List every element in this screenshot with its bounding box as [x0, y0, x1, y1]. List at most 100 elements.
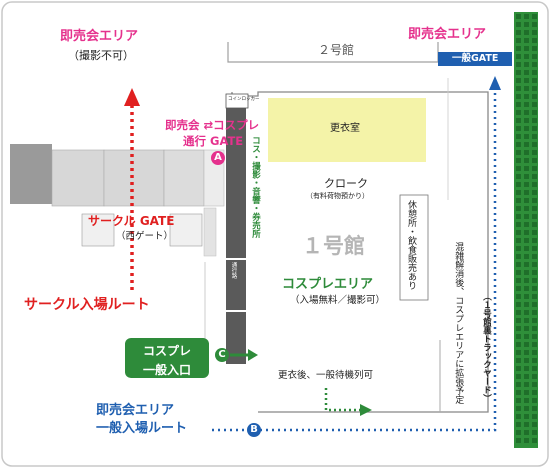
hedge-cell [532, 358, 537, 363]
hedge-cell [532, 430, 537, 435]
hedge-cell [532, 438, 537, 443]
hedge-cell [516, 14, 521, 19]
circle-route-label: サークル入場ルート [24, 297, 150, 313]
marker-b[interactable]: B [247, 423, 261, 437]
cosplay-area-title: コスプレエリア [282, 277, 374, 292]
hedge-cell [524, 222, 529, 227]
hedge-cell [532, 102, 537, 107]
general-route-arrow [489, 76, 501, 90]
hedge-cell [516, 158, 521, 163]
hedge-cell [516, 166, 521, 171]
hedge-cell [524, 278, 529, 283]
hedge-cell [524, 310, 529, 315]
hedge-cell [524, 230, 529, 235]
hedge-cell [532, 206, 537, 211]
hedge-pattern [516, 14, 537, 443]
general-gate-label[interactable]: 一般GATE [452, 53, 499, 64]
hedge-cell [524, 398, 529, 403]
top-right-zone-title: 即売会エリア [408, 27, 487, 42]
hedge-cell [524, 118, 529, 123]
hedge-cell [532, 310, 537, 315]
hedge-cell [532, 78, 537, 83]
cloak-title: クローク [324, 177, 368, 190]
left-building-light1 [51, 149, 105, 207]
left-building-light2 [103, 149, 165, 207]
hedge-cell [516, 46, 521, 51]
hedge-cell [532, 374, 537, 379]
hedge-cell [532, 166, 537, 171]
left-building-light3 [163, 149, 205, 207]
hedge-cell [516, 102, 521, 107]
hall1-label: １号館 [302, 234, 365, 258]
hedge-cell [532, 302, 537, 307]
hedge-cell [516, 182, 521, 187]
hedge-cell [524, 262, 529, 267]
cosplay-entrance-button[interactable]: コスプレ 一般入口 [125, 338, 209, 378]
hedge-cell [524, 110, 529, 115]
hedge-cell [516, 326, 521, 331]
hedge-cell [524, 150, 529, 155]
hedge-cell [532, 22, 537, 27]
hedge-cell [516, 342, 521, 347]
hedge-cell [532, 110, 537, 115]
hedge-cell [532, 422, 537, 427]
hedge-cell [524, 366, 529, 371]
hedge-cell [516, 246, 521, 251]
marker-a[interactable]: A [211, 151, 225, 165]
hedge-cell [532, 246, 537, 251]
hedge-cell [516, 390, 521, 395]
hedge-cell [516, 294, 521, 299]
hedge-cell [532, 230, 537, 235]
left-building-dark [10, 144, 52, 204]
hedge-cell [516, 382, 521, 387]
hedge-cell [516, 414, 521, 419]
hedge-cell [524, 102, 529, 107]
locker-room-label: 更衣室 [330, 123, 360, 134]
hedge-cell [524, 158, 529, 163]
hedge-cell [524, 422, 529, 427]
hedge-cell [532, 70, 537, 75]
hedge-cell [532, 118, 537, 123]
hedge-cell [524, 134, 529, 139]
hedge-cell [532, 174, 537, 179]
hedge-cell [516, 62, 521, 67]
hedge-cell [532, 222, 537, 227]
circle-route-arrow [124, 88, 140, 106]
hedge-cell [516, 70, 521, 75]
hedge-cell [524, 174, 529, 179]
hedge-cell [516, 78, 521, 83]
hedge-cell [524, 62, 529, 67]
hedge-cell [516, 94, 521, 99]
marker-c[interactable]: C [215, 348, 229, 362]
hedge-cell [524, 86, 529, 91]
hedge-cell [532, 334, 537, 339]
hedge-cell [532, 350, 537, 355]
hedge-cell [516, 30, 521, 35]
hedge-cell [524, 38, 529, 43]
hedge-cell [516, 310, 521, 315]
top-left-zone-note: （撮影不可） [68, 49, 134, 62]
top-left-zone-title: 即売会エリア [60, 29, 139, 44]
hedge-cell [532, 198, 537, 203]
hedge-cell [516, 206, 521, 211]
hedge-cell [516, 406, 521, 411]
hedge-cell [532, 126, 537, 131]
rest-area-label: 休憩所・飲食販売あり [406, 200, 416, 290]
hedge-cell [532, 182, 537, 187]
hedge-cell [532, 134, 537, 139]
hedge-cell [516, 366, 521, 371]
hedge-cell [532, 46, 537, 51]
hedge-cell [516, 38, 521, 43]
hedge-cell [516, 302, 521, 307]
hedge-cell [532, 238, 537, 243]
hedge-cell [516, 430, 521, 435]
hedge-cell [524, 190, 529, 195]
hedge-cell [524, 430, 529, 435]
hedge-cell [516, 190, 521, 195]
hedge-cell [516, 262, 521, 267]
hedge-cell [524, 14, 529, 19]
hedge-cell [524, 414, 529, 419]
hedge-cell [524, 270, 529, 275]
coin-locker-box [225, 93, 249, 109]
